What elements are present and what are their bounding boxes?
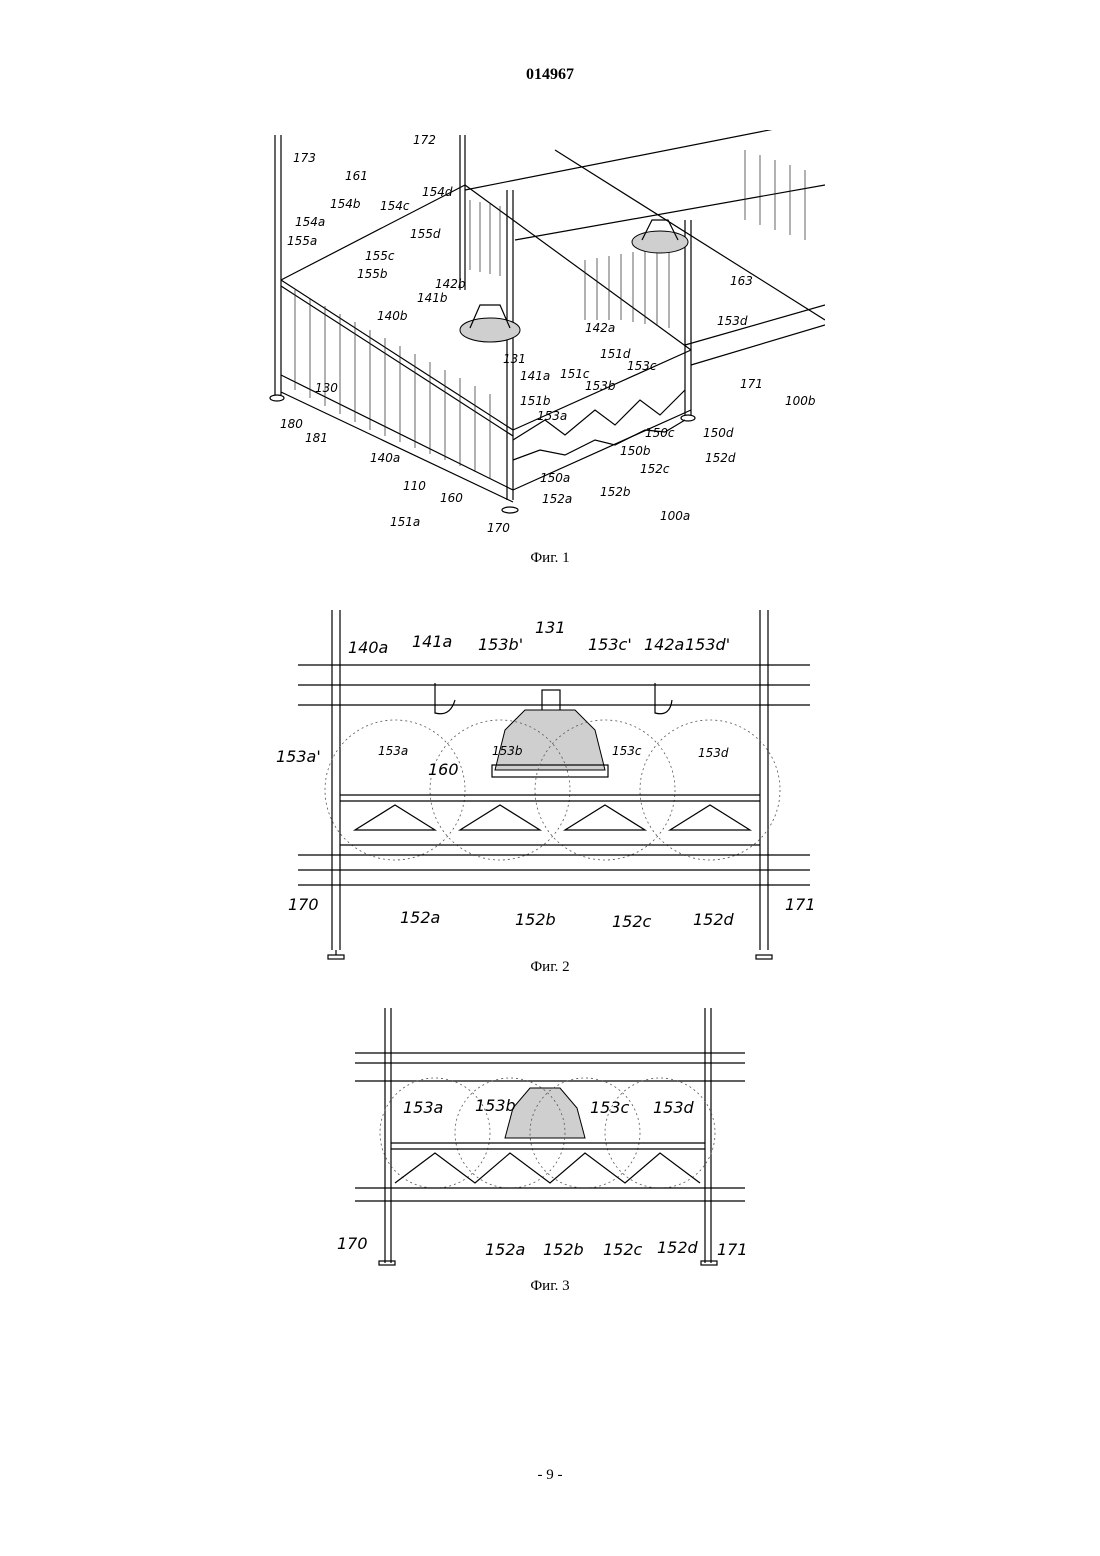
fig1-label: 163 — [730, 274, 753, 288]
fig1-label: 150b — [620, 444, 651, 458]
fig2-label: 152d — [693, 910, 735, 929]
fig1-label: 142b — [435, 277, 466, 291]
fig1-label: 110 — [403, 479, 426, 493]
fig2-label: 153c — [612, 744, 642, 758]
fig1-label: 154a — [295, 215, 325, 229]
fig1-label: 170 — [487, 521, 510, 535]
figure-3-caption: Фиг. 3 — [0, 1278, 1100, 1295]
fig1-label: 181 — [305, 431, 328, 445]
fig1-label: 150c — [645, 426, 675, 440]
fig3-label: 152a — [485, 1240, 525, 1259]
fig1-label: 155c — [365, 249, 395, 263]
fig1-label: 153c — [627, 359, 657, 373]
fig1-label: 180 — [280, 417, 303, 431]
fig1-label: 153d — [717, 314, 748, 328]
fig2-label: 153b' — [478, 635, 523, 654]
fig1-label: 153a — [537, 409, 567, 423]
figure-2-drawing: 140a 141a 153b' 131 153c' 142a 153d' 153… — [270, 605, 820, 965]
fig2-label: 160 — [428, 760, 459, 779]
fig3-label: 152d — [657, 1238, 699, 1257]
fig2-label: 153b — [492, 744, 523, 758]
fig3-label: 152b — [543, 1240, 584, 1259]
document-number: 014967 — [0, 66, 1100, 84]
fig1-label: 155a — [287, 234, 317, 248]
figure-2-caption: Фиг. 2 — [0, 959, 1100, 976]
fig2-label: 153c' — [588, 635, 632, 654]
fig1-label: 150d — [703, 426, 734, 440]
fig2-label: 153a — [378, 744, 408, 758]
page-number: - 9 - — [0, 1467, 1100, 1484]
fig1-label: 151b — [520, 394, 551, 408]
fig3-label: 153c — [590, 1098, 630, 1117]
fig2-label: 152b — [515, 910, 556, 929]
fig1-label: 155d — [410, 227, 441, 241]
fig1-label: 131 — [503, 352, 526, 366]
fig1-label: 161 — [345, 169, 368, 183]
fig2-label: 152a — [400, 908, 440, 927]
fig1-label: 140b — [377, 309, 408, 323]
fig1-label: 150a — [540, 471, 570, 485]
fig3-label: 170 — [337, 1234, 368, 1253]
fig1-label: 155b — [357, 267, 388, 281]
fig1-label: 130 — [315, 381, 338, 395]
fig1-label: 152d — [705, 451, 736, 465]
fig1-label: 153b — [585, 379, 616, 393]
fig2-label: 170 — [288, 895, 319, 914]
figure-1-labels: 173 172 161 154b 154d 154c 154a 155a 155… — [280, 133, 816, 535]
fig1-label: 172 — [413, 133, 436, 147]
fig1-label: 100b — [785, 394, 816, 408]
fig1-label: 152b — [600, 485, 631, 499]
fig3-label: 152c — [603, 1240, 643, 1259]
fig3-label: 153d — [653, 1098, 695, 1117]
fig3-label: 153a — [403, 1098, 443, 1117]
fig1-label: 152c — [640, 462, 670, 476]
fig3-label: 153b — [475, 1096, 516, 1115]
fig2-label: 131 — [535, 618, 566, 637]
fig2-label: 152c — [612, 912, 652, 931]
figure-3-drawing: 153a 153b 153c 153d 170 152a 152b 152c 1… — [335, 1003, 755, 1273]
fig2-label: 171 — [785, 895, 816, 914]
fig1-label: 142a — [585, 321, 615, 335]
fig3-label: 171 — [717, 1240, 748, 1259]
figure-1-drawing: 173 172 161 154b 154d 154c 154a 155a 155… — [265, 130, 825, 540]
fig1-label: 141a — [520, 369, 550, 383]
fig2-label: 142a — [644, 635, 684, 654]
fig1-label: 154d — [422, 185, 453, 199]
fig1-label: 152a — [542, 492, 572, 506]
fig2-label: 153d — [698, 746, 729, 760]
fig2-label: 153d' — [685, 635, 730, 654]
fig1-label: 141b — [417, 291, 448, 305]
fig1-label: 154b — [330, 197, 361, 211]
fig2-label: 140a — [348, 638, 388, 657]
fig1-label: 140a — [370, 451, 400, 465]
fig1-label: 160 — [440, 491, 463, 505]
fig1-label: 171 — [740, 377, 763, 391]
figure-1-caption: Фиг. 1 — [0, 550, 1100, 567]
fig1-label: 151a — [390, 515, 420, 529]
fig1-label: 100a — [660, 509, 690, 523]
fig1-label: 173 — [293, 151, 316, 165]
fig2-label: 153a' — [276, 747, 321, 766]
fig2-label: 141a — [412, 632, 452, 651]
fig1-label: 154c — [380, 199, 410, 213]
